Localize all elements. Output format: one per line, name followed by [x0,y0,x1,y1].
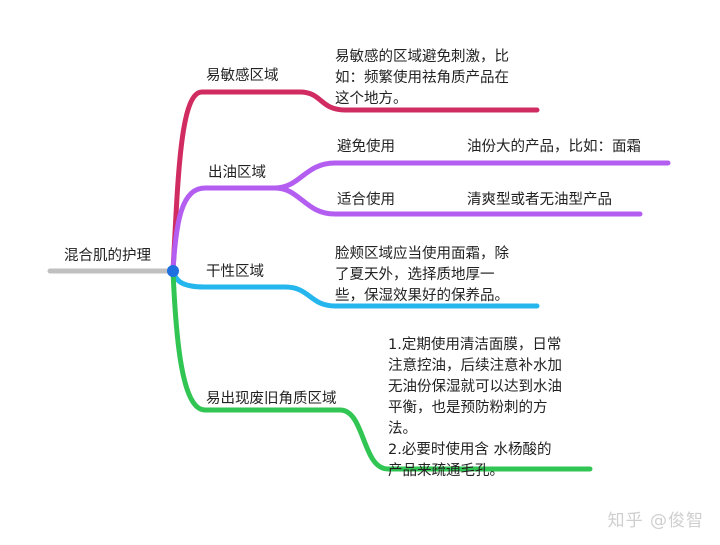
branch-label-sensitive: 易敏感区域 [206,68,279,84]
branch-4-line [170,268,593,472]
zhihu-watermark: 知乎 @俊智 [607,511,704,531]
branch-label-dry: 干性区域 [206,264,264,280]
branch-label-deadskin: 易出现废旧角质区域 [206,391,337,407]
root-node-dot [167,265,179,277]
note-deadskin: 1.定期使用清洁面膜，日常 注意控油，后续注意补水加 无油份保湿就可以达到水油 … [388,337,562,479]
oily-avoid-label: 避免使用 [337,139,395,155]
oily-suitable-label: 适合使用 [337,192,395,208]
oily-avoid-note: 油份大的产品，比如：面霜 [467,139,641,155]
branch-2a-line [272,160,671,191]
oily-suitable-note: 清爽型或者无油型产品 [467,192,612,208]
branch-2-line [170,185,278,274]
branch-2b-line [272,185,643,217]
branch-1-line [170,89,540,274]
note-sensitive: 易敏感的区域避免刺激，比 如：频繁使用祛角质产品在 这个地方。 [335,49,509,107]
branch-3-line [170,268,540,309]
note-dry: 脸颊区域应当使用面霜，除 了夏天外，选择质地厚一 些，保湿效果好的保养品。 [335,246,509,304]
branch-label-oily: 出油区域 [208,165,266,181]
root-label: 混合肌的护理 [64,248,151,264]
